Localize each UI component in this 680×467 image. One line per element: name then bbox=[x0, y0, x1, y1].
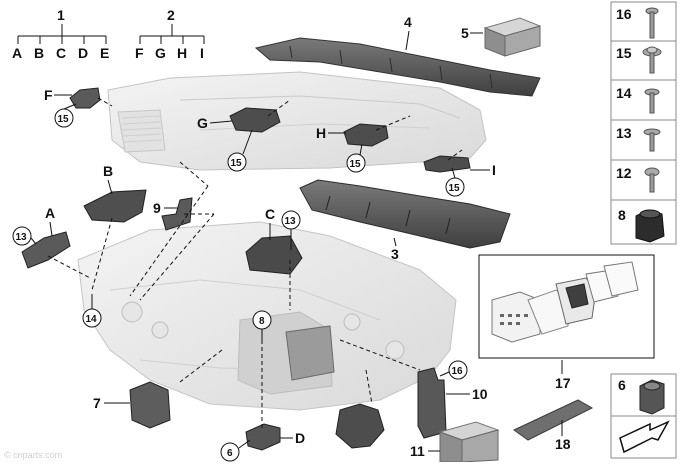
callout-labels: 4 5 F G H I B 9 A C 3 7 D 10 11 17 18 bbox=[44, 14, 571, 459]
label-18: 18 bbox=[555, 436, 571, 452]
hw-label-13: 13 bbox=[616, 125, 632, 141]
group-1-tree: 1 A B C D E bbox=[12, 7, 109, 61]
dashed-connectors bbox=[47, 97, 463, 430]
group-2-letter-i: I bbox=[200, 45, 204, 61]
hardware-panel: 16 15 14 13 12 8 bbox=[610, 1, 677, 245]
group-1-letter-b: B bbox=[34, 45, 44, 61]
group-1-letter-e: E bbox=[100, 45, 109, 61]
part-18-strip bbox=[513, 399, 594, 441]
hw-label-12: 12 bbox=[616, 165, 632, 181]
circle-13-c: 13 bbox=[285, 216, 297, 227]
group-1-letter-c: C bbox=[56, 45, 66, 61]
part-10-bracket bbox=[417, 367, 447, 439]
watermark: © cnparts.com bbox=[4, 450, 62, 460]
part-7-module bbox=[129, 381, 171, 429]
long-screw-icon bbox=[645, 7, 659, 39]
label-11: 11 bbox=[410, 443, 425, 459]
part-c-bracket bbox=[245, 235, 303, 275]
circled-numbers: 15 15 15 15 13 13 14 8 16 6 bbox=[12, 103, 468, 462]
screw-icon bbox=[644, 88, 660, 114]
part-5-box bbox=[483, 17, 542, 57]
part-d-bracket bbox=[245, 423, 281, 451]
bottom-right-panel: 6 bbox=[610, 373, 677, 459]
group-1-letter-a: A bbox=[12, 45, 22, 61]
hw-label-8: 8 bbox=[618, 207, 626, 223]
label-9: 9 bbox=[153, 200, 161, 216]
hw-label-14: 14 bbox=[616, 85, 632, 101]
label-g: G bbox=[197, 115, 208, 131]
circle-8: 8 bbox=[259, 316, 265, 327]
circle-15-g: 15 bbox=[231, 158, 243, 169]
circle-15-f: 15 bbox=[58, 114, 70, 125]
part-g-bracket bbox=[229, 107, 281, 133]
upper-housing bbox=[107, 71, 487, 171]
group-2-tree: 2 F G H I bbox=[135, 7, 205, 61]
label-5: 5 bbox=[461, 25, 469, 41]
arrow-icon bbox=[619, 420, 670, 454]
label-3: 3 bbox=[391, 246, 399, 262]
label-b: B bbox=[103, 163, 113, 179]
label-i: I bbox=[492, 162, 496, 178]
circle-13-a: 13 bbox=[16, 232, 28, 243]
label-10: 10 bbox=[472, 386, 488, 402]
panel-label-6: 6 bbox=[618, 377, 626, 393]
group-1-number: 1 bbox=[57, 7, 65, 23]
part-4-top-bracket bbox=[254, 37, 541, 97]
circle-15-i: 15 bbox=[449, 183, 461, 194]
part-11-box bbox=[438, 421, 500, 463]
circle-16: 16 bbox=[452, 366, 464, 377]
hw-label-16: 16 bbox=[616, 6, 632, 22]
label-17: 17 bbox=[555, 375, 571, 391]
part-3-bracket bbox=[299, 179, 511, 249]
part-b-bracket bbox=[83, 189, 147, 223]
label-h: H bbox=[316, 125, 326, 141]
short-screw-icon bbox=[643, 128, 661, 152]
part-17-inset bbox=[478, 254, 655, 359]
label-a: A bbox=[45, 205, 55, 221]
group-2-letter-f: F bbox=[135, 45, 144, 61]
label-d: D bbox=[295, 430, 305, 446]
group-1-letter-d: D bbox=[78, 45, 88, 61]
hw-label-15: 15 bbox=[616, 45, 632, 61]
part-f-bracket bbox=[69, 87, 101, 109]
label-4: 4 bbox=[404, 14, 412, 30]
circle-6: 6 bbox=[227, 448, 233, 459]
pan-screw-icon bbox=[644, 167, 660, 193]
label-c: C bbox=[265, 206, 275, 222]
group-2-number: 2 bbox=[167, 7, 175, 23]
cap-icon bbox=[635, 209, 665, 243]
part-9-bracket bbox=[161, 197, 193, 231]
label-7: 7 bbox=[93, 395, 101, 411]
flange-screw-icon bbox=[642, 46, 662, 74]
part-i-bracket bbox=[423, 155, 471, 173]
cross-bracket bbox=[335, 403, 385, 449]
label-f: F bbox=[44, 87, 53, 103]
circle-15-h: 15 bbox=[350, 159, 362, 170]
clip-icon bbox=[639, 379, 665, 415]
group-2-letter-h: H bbox=[177, 45, 187, 61]
circle-14: 14 bbox=[86, 314, 98, 325]
group-2-letter-g: G bbox=[155, 45, 166, 61]
part-a-bracket bbox=[21, 231, 71, 269]
